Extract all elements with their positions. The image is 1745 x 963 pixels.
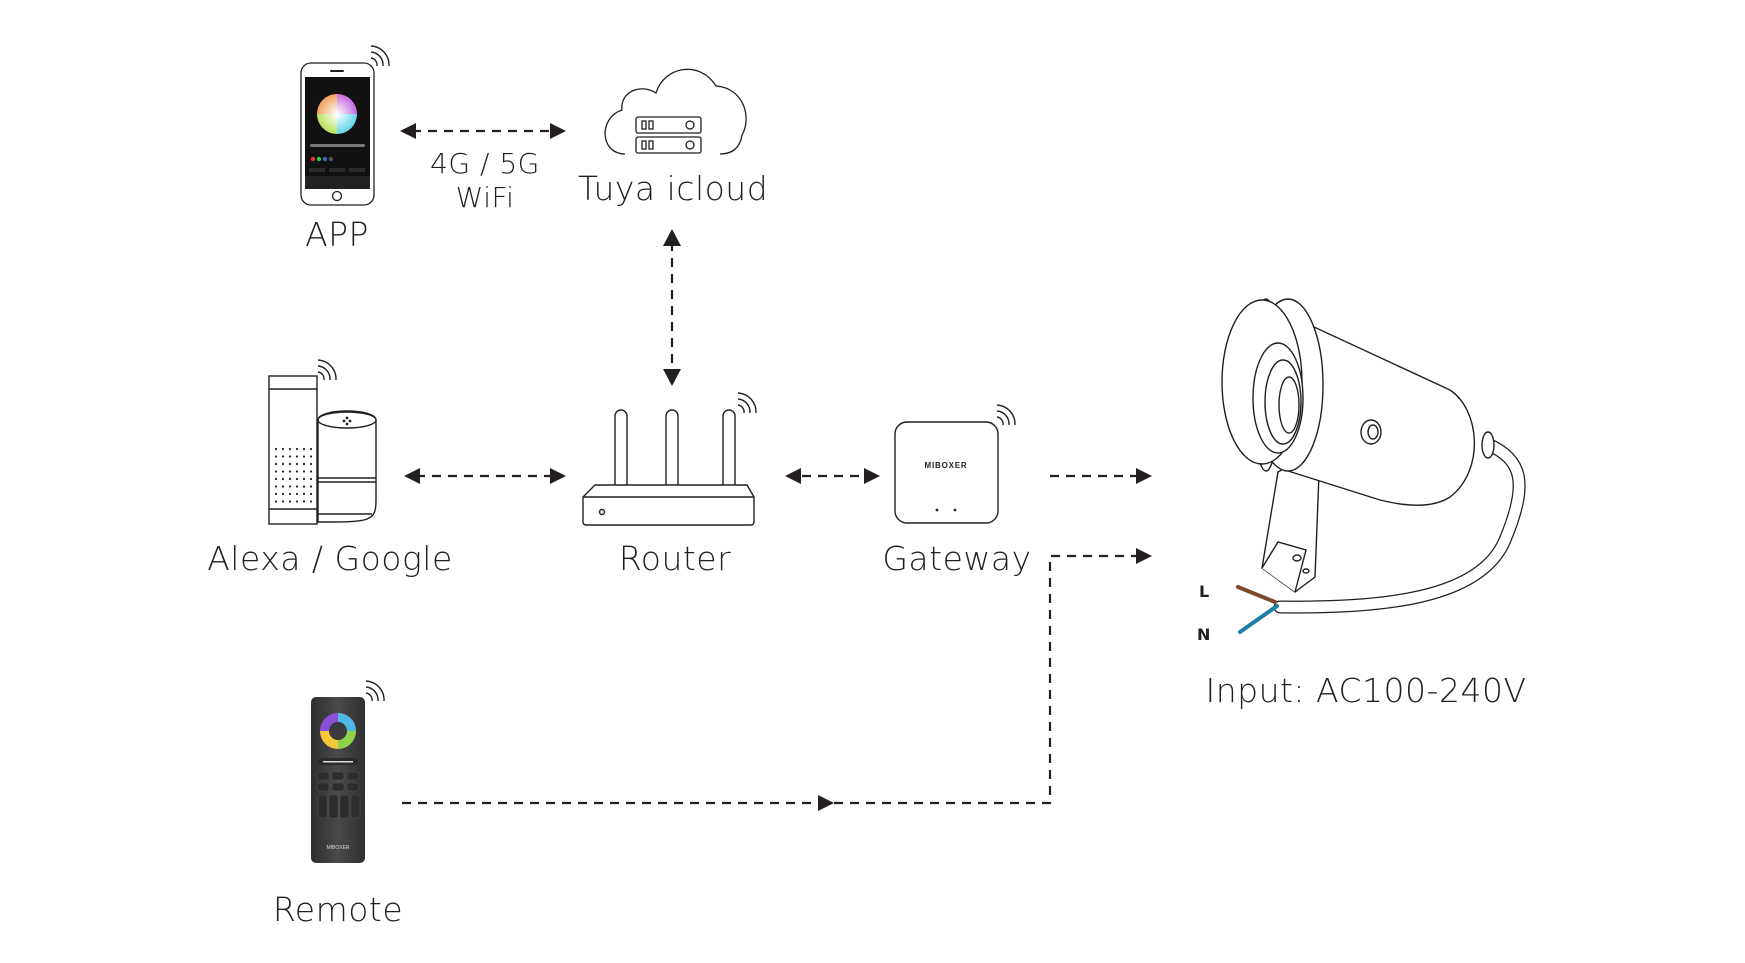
cloud-label: Tuya icloud [577, 169, 769, 208]
wifi-signal-icon [996, 404, 1016, 426]
grille-dot [302, 470, 306, 473]
gateway-label: Gateway [882, 539, 1032, 578]
grille-dot [288, 447, 292, 451]
grille-dot [274, 447, 278, 451]
grille-dot [288, 492, 292, 496]
neutral-wire [1238, 604, 1279, 634]
router-label: Router [618, 539, 732, 578]
grille-dot [302, 462, 306, 466]
app-label: APP [305, 215, 369, 254]
arrow-right-icon [1136, 468, 1152, 484]
live-wire [1236, 585, 1277, 604]
color-ring-icon [320, 713, 356, 749]
remote-label: Remote [272, 890, 404, 929]
smartphone-icon [300, 45, 390, 206]
speaker-grille [274, 447, 313, 503]
grille-dot [281, 470, 285, 473]
grille-dot [295, 492, 299, 496]
grille-dot [274, 492, 278, 496]
router-icon [582, 392, 757, 526]
spotlight-icon [1221, 298, 1526, 634]
edge-remote-light [402, 554, 1136, 805]
arrow-right-icon [550, 468, 566, 484]
arrow-left-icon [404, 468, 420, 484]
link-label-wifi: WiFi [455, 181, 515, 214]
grille-dot [288, 500, 292, 503]
neutral-wire-label: N [1197, 625, 1211, 644]
grille-dot [288, 455, 292, 458]
grille-dot [288, 462, 292, 466]
voice-assistant-label: Alexa / Google [207, 539, 453, 578]
cloud-server-icon [604, 68, 747, 155]
arrow-up-icon [663, 229, 681, 246]
arrow-right-icon [864, 468, 880, 484]
grille-dot [295, 447, 299, 451]
grille-dot [302, 477, 306, 481]
smart-speaker-icon [268, 359, 377, 525]
grille-dot [281, 462, 285, 466]
grille-dot [295, 485, 299, 488]
alexa-speaker-icon [268, 375, 318, 525]
google-home-icon [317, 410, 377, 523]
grille-dot [309, 470, 313, 473]
grille-dot [302, 455, 306, 458]
arrowheads [400, 123, 1152, 811]
gateway-icon: MIBOXER [894, 404, 1016, 524]
grille-dot [302, 500, 306, 503]
grille-dot [295, 455, 299, 458]
wifi-signal-icon [737, 392, 757, 414]
color-wheel-icon [317, 94, 357, 134]
wifi-signal-icon [365, 680, 385, 702]
grille-dot [295, 477, 299, 481]
grille-dot [302, 492, 306, 496]
grille-dot [274, 500, 278, 503]
grille-dot [274, 462, 278, 466]
grille-dot [302, 447, 306, 451]
grille-dot [281, 455, 285, 458]
grille-dot [295, 500, 299, 503]
grille-dot [288, 470, 292, 473]
grille-dot [281, 485, 285, 488]
arrow-right-icon [550, 123, 566, 139]
grille-dot [288, 477, 292, 481]
arrow-down-icon [663, 369, 681, 386]
grille-dot [274, 477, 278, 481]
remote-brand: MIBOXER [326, 845, 349, 851]
grille-dot [281, 477, 285, 481]
remote-control-icon: MIBOXER [311, 680, 385, 863]
grille-dot [309, 455, 313, 458]
arrow-right-icon [818, 795, 834, 811]
grille-dot [309, 462, 313, 466]
live-wire-label: L [1199, 582, 1210, 601]
wifi-signal-icon [370, 45, 390, 67]
connectors [402, 129, 1136, 805]
grille-dot [302, 485, 306, 488]
arrow-left-icon [785, 468, 801, 484]
wifi-signal-icon [317, 359, 337, 381]
grille-dot [309, 477, 313, 481]
grille-dot [295, 462, 299, 466]
gateway-brand: MIBOXER [925, 461, 968, 470]
arrow-left-icon [400, 123, 416, 139]
grille-dot [281, 447, 285, 451]
grille-dot [309, 492, 313, 496]
link-label-network: 4G / 5G [430, 147, 540, 180]
grille-dot [274, 470, 278, 473]
grille-dot [309, 447, 313, 451]
grille-dot [309, 500, 313, 503]
grille-dot [274, 485, 278, 488]
power-input-label: Input: AC100-240V [1205, 671, 1527, 710]
grille-dot [281, 492, 285, 496]
grille-dot [288, 485, 292, 488]
grille-dot [281, 500, 285, 503]
grille-dot [295, 470, 299, 473]
grille-dot [309, 485, 313, 488]
grille-dot [274, 455, 278, 458]
arrow-right-icon [1136, 548, 1152, 564]
